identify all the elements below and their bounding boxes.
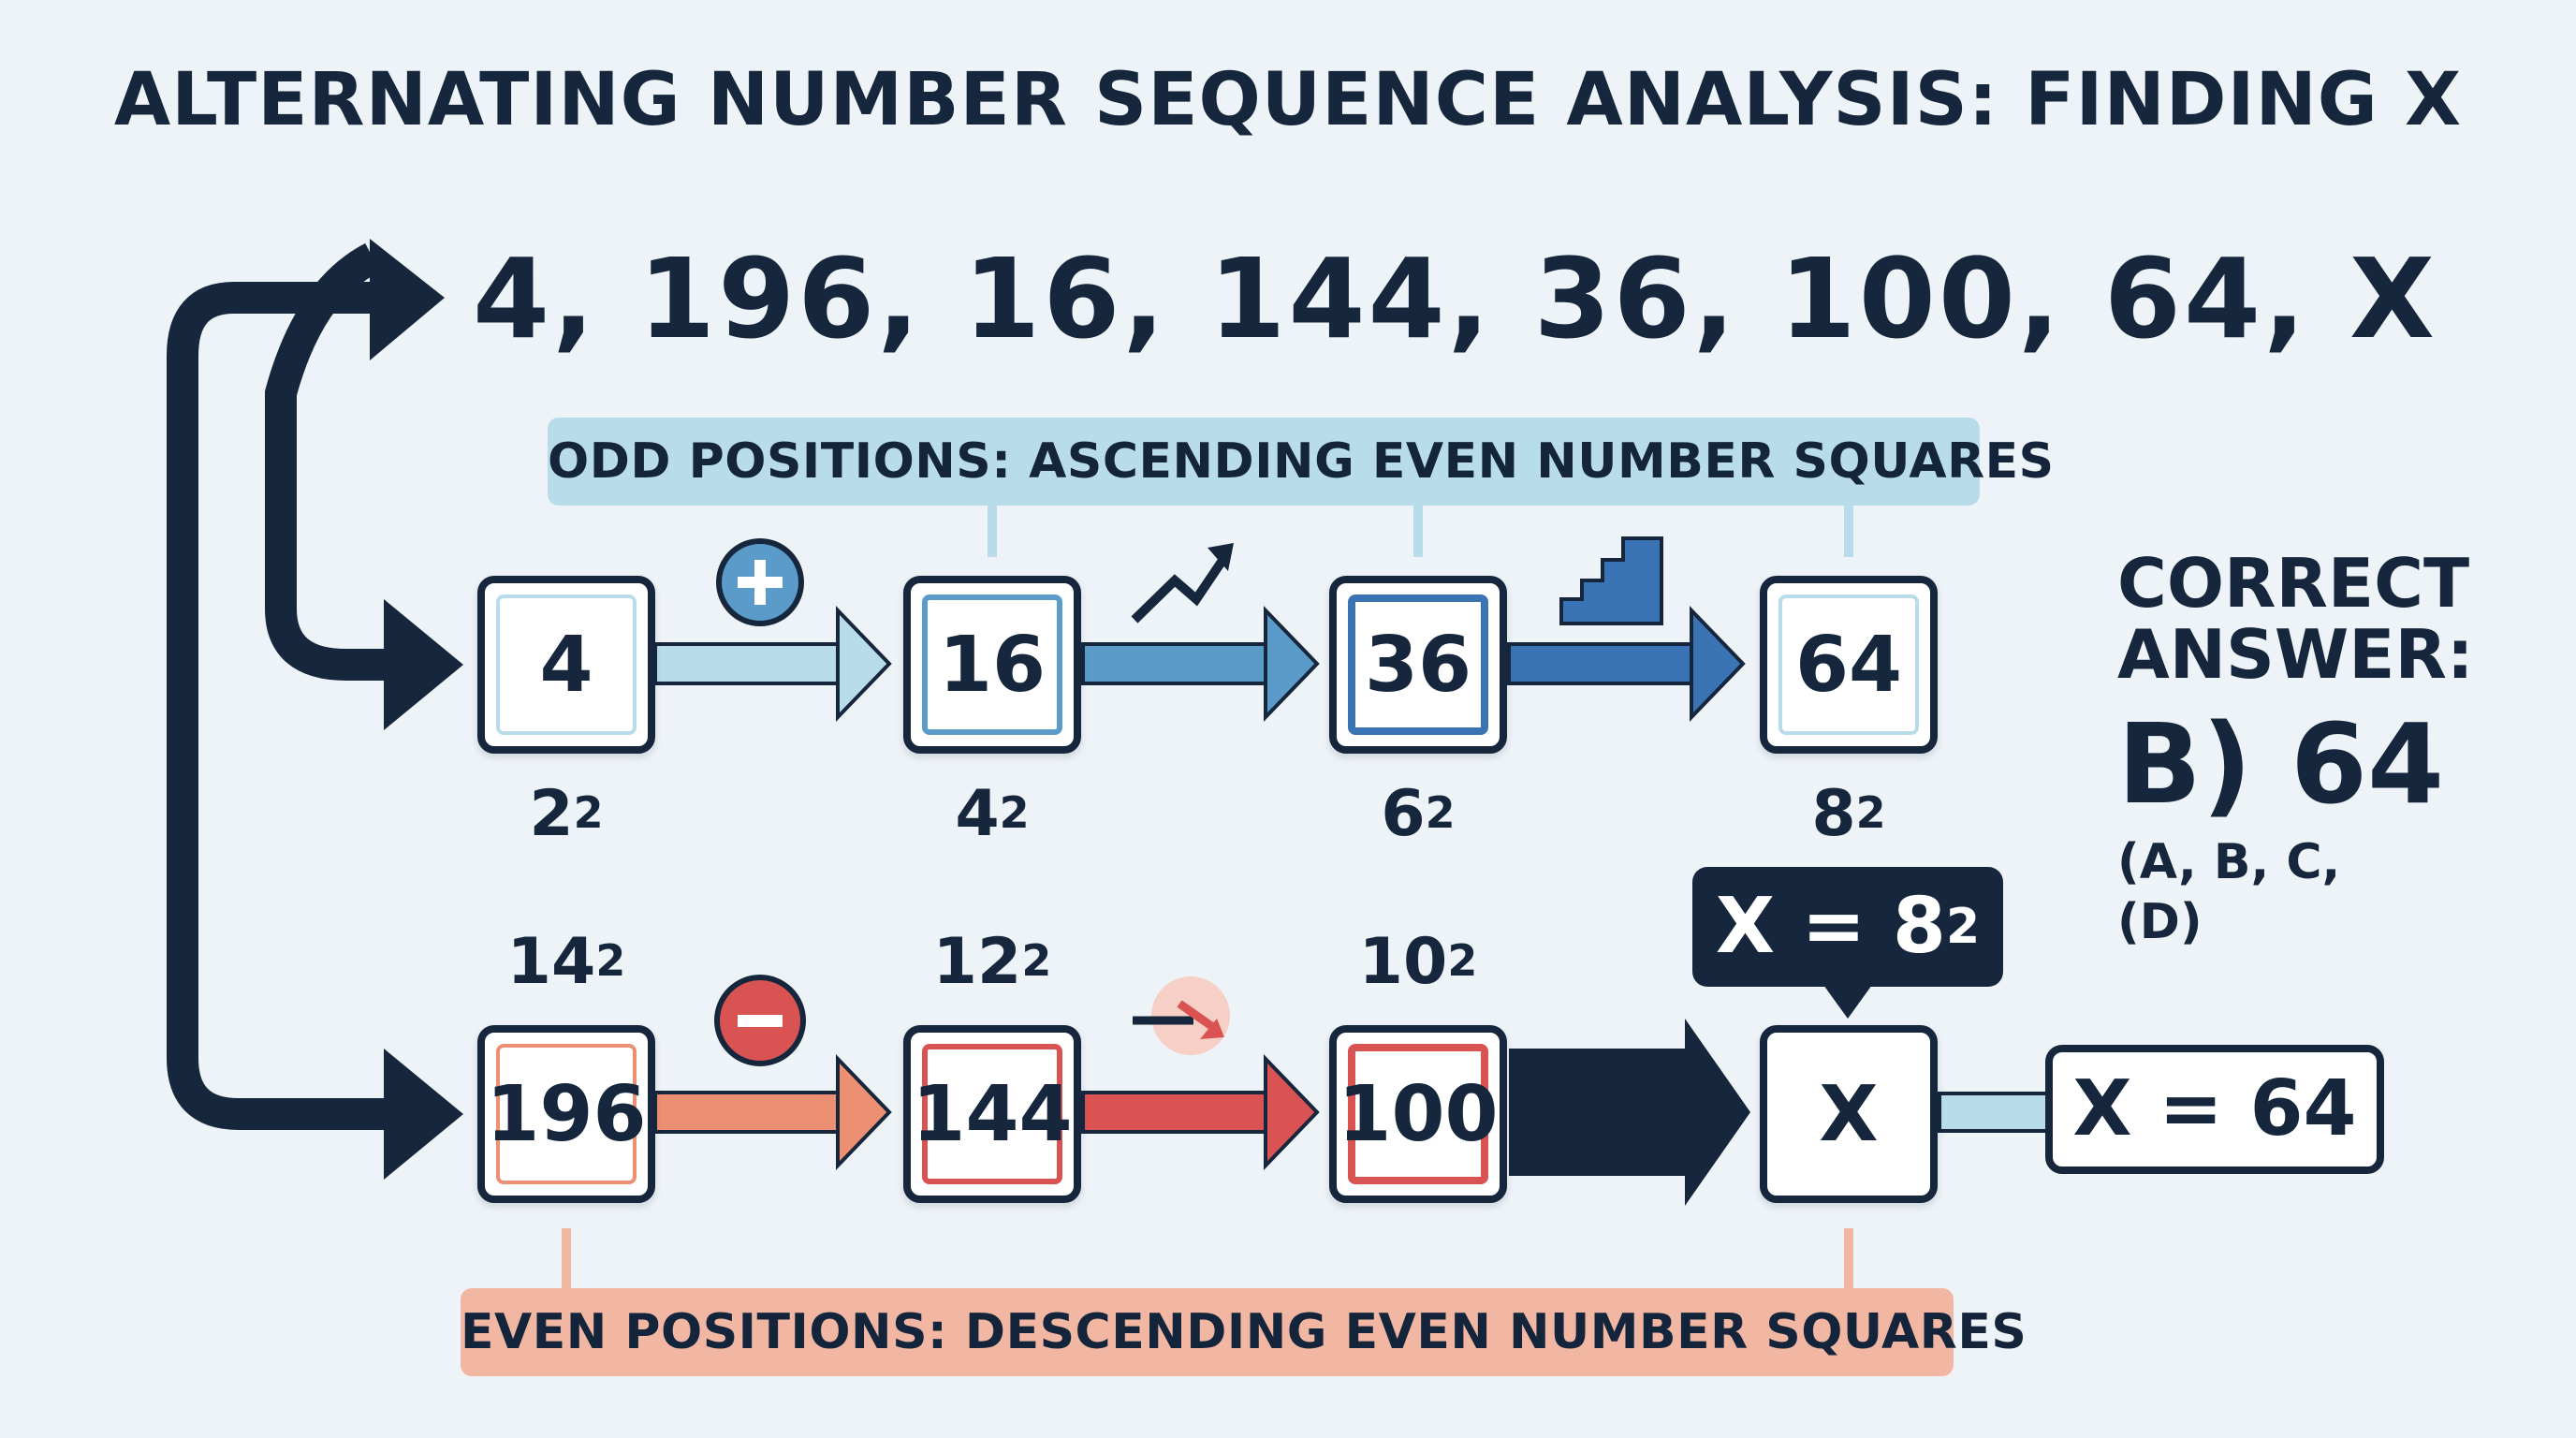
even-row-arrowhead bbox=[384, 1049, 463, 1180]
even-box-value: 196 bbox=[486, 1069, 647, 1159]
even-square-label: 122 bbox=[932, 925, 1052, 999]
even-box-3: 100 bbox=[1329, 1025, 1507, 1203]
unknown-x-box: X bbox=[1760, 1025, 1938, 1203]
answer-label-line1: CORRECT bbox=[2117, 544, 2470, 623]
minus-icon bbox=[714, 975, 806, 1066]
odd-box-2: 16 bbox=[903, 576, 1081, 754]
page-title: ALTERNATING NUMBER SEQUENCE ANALYSIS: FI… bbox=[113, 58, 2463, 142]
odd-row-arrowhead bbox=[384, 599, 463, 730]
odd-box-value: 4 bbox=[539, 620, 593, 710]
answer-value: B) 64 bbox=[2117, 699, 2445, 829]
odd-positions-banner: ODD POSITIONS: ASCENDING EVEN NUMBER SQU… bbox=[548, 418, 2054, 506]
unknown-x-value: X bbox=[1819, 1069, 1879, 1159]
odd-arrow-2 bbox=[1081, 606, 1320, 722]
result-connector bbox=[1938, 1092, 2049, 1133]
plus-icon bbox=[716, 538, 804, 626]
arrow-down-right-icon bbox=[1133, 976, 1230, 1055]
even-box-2: 144 bbox=[903, 1025, 1081, 1203]
odd-box-1: 4 bbox=[477, 576, 655, 754]
top-arrowhead bbox=[370, 239, 445, 360]
stairs-icon bbox=[1559, 536, 1663, 625]
sequence-text: 4, 196, 16, 144, 36, 100, 64, X bbox=[473, 234, 2437, 363]
x-equals-callout: X = 82 bbox=[1692, 867, 2003, 987]
even-square-label: 142 bbox=[506, 925, 626, 999]
odd-box-value: 16 bbox=[938, 620, 1046, 710]
even-box-value: 100 bbox=[1338, 1069, 1499, 1159]
odd-box-value: 64 bbox=[1794, 620, 1903, 710]
odd-square-label: 82 bbox=[1811, 777, 1886, 851]
even-box-value: 144 bbox=[912, 1069, 1073, 1159]
callout-tail bbox=[1823, 985, 1872, 1019]
even-arrow-1 bbox=[653, 1054, 892, 1170]
correct-answer-panel: CORRECT ANSWER: B) 64 (A, B, C, (D) bbox=[2117, 548, 2474, 952]
odd-square-label: 42 bbox=[955, 777, 1030, 851]
even-square-label: 102 bbox=[1358, 925, 1478, 999]
odd-arrow-1 bbox=[653, 606, 892, 722]
result-box: X = 64 bbox=[2045, 1045, 2384, 1174]
odd-box-4: 64 bbox=[1760, 576, 1938, 754]
even-positions-banner: EVEN POSITIONS: DESCENDING EVEN NUMBER S… bbox=[461, 1288, 2027, 1376]
odd-arrow-3 bbox=[1507, 606, 1746, 722]
answer-options: (A, B, C, (D) bbox=[2117, 834, 2341, 950]
outer-branch-arrow bbox=[167, 282, 393, 1130]
odd-box-3: 36 bbox=[1329, 576, 1507, 754]
following-pattern-arrow bbox=[1509, 1019, 1750, 1206]
even-box-1: 196 bbox=[477, 1025, 655, 1203]
odd-square-label: 22 bbox=[529, 777, 604, 851]
odd-box-value: 36 bbox=[1364, 620, 1472, 710]
odd-square-label: 62 bbox=[1381, 777, 1456, 851]
trend-up-icon bbox=[1131, 543, 1234, 624]
answer-label-line2: ANSWER: bbox=[2117, 615, 2474, 694]
even-arrow-2 bbox=[1081, 1054, 1320, 1170]
following-pattern-label: FOLLOWING PATTERN bbox=[1516, 1078, 1705, 1146]
